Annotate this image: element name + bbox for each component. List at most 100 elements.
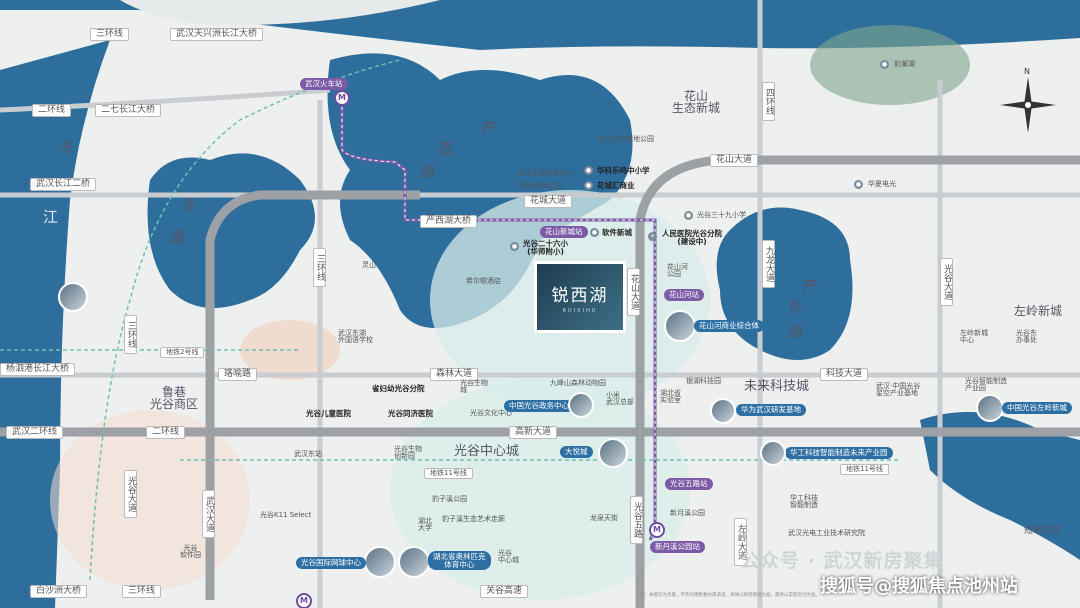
- poi-jiangxia[interactable]: 光谷生物 城: [460, 379, 488, 394]
- poi-guanggu-ertong[interactable]: 光谷儿童医院: [306, 409, 351, 418]
- poi-huake[interactable]: 华科乐鸣中小学: [597, 166, 650, 175]
- metro-station-icon-2[interactable]: M: [649, 522, 665, 538]
- poi-pin-icon: ●: [880, 60, 889, 69]
- poi-xiaomi[interactable]: 小米 武汉总部: [606, 391, 634, 406]
- poi-software[interactable]: 软件新城: [602, 228, 632, 237]
- road-senlin: 森林大道: [430, 368, 479, 381]
- poi-guanggu26[interactable]: 光谷二十六小 (华师附小): [523, 239, 568, 256]
- poi-guangdong[interactable]: 光谷文化中心: [470, 409, 512, 417]
- stadium-photo: [364, 546, 396, 578]
- poi-hubei-sports[interactable]: 湖北省奥林匹克 体育中心: [428, 551, 491, 570]
- water-changjiang-2: 江: [43, 208, 60, 226]
- poi-dayue[interactable]: 大悦城: [560, 446, 593, 458]
- metro-station-huashanhe[interactable]: 花山河站: [664, 289, 704, 301]
- poi-dongfang[interactable]: 华夏电光: [868, 180, 896, 188]
- poi-baozi-park[interactable]: 豹子溪公园: [432, 495, 467, 503]
- poi-wuhan-guangdian[interactable]: 武汉光电工业技术研究院: [788, 529, 865, 537]
- poi-wuhan-guanggu-keji[interactable]: 武汉·中国光谷 星空产业基地: [876, 382, 921, 397]
- zhengwu-photo: [568, 392, 594, 418]
- poi-caidian[interactable]: 光谷东 办事处: [1016, 329, 1037, 344]
- metro-station-wuhan[interactable]: 武汉火车站: [300, 78, 348, 90]
- watermark-gzh: 公众号 · 武汉新房聚集: [740, 550, 944, 572]
- poi-hospital[interactable]: 人民医院光谷分院 (建设中): [662, 229, 722, 246]
- road-ditie11: 地铁11号线: [424, 468, 473, 479]
- poi-guanggu-stadium[interactable]: 光谷国际网球中心: [296, 557, 366, 569]
- road-yanxihu-bridge: 严西湖大桥: [420, 215, 478, 228]
- project-subtitle: RUIXIHU: [562, 307, 598, 314]
- poi-huashan-jiayuan[interactable]: 花山河畔公园: [520, 182, 562, 190]
- road-kejidadao: 科技大道: [820, 368, 869, 381]
- road-sanhuan-v: 三环线: [313, 248, 326, 287]
- river-right: [920, 412, 1080, 560]
- poi-bei-wanda[interactable]: 湖北 大学: [418, 517, 432, 532]
- factory-icon: ●: [854, 180, 863, 189]
- poi-haode[interactable]: 左岭新城 中心: [960, 329, 988, 344]
- poi-shengfuyou[interactable]: 省妇幼光谷分院: [372, 384, 425, 393]
- poi-huashan-park[interactable]: 花山生态绿地公园: [598, 135, 654, 143]
- water-yandonghu-3: 湖: [788, 323, 805, 341]
- road-changjiang2: 武汉长江二桥: [30, 178, 97, 191]
- road-huashan-ave: 花山大道: [710, 154, 759, 167]
- school-icon: ●: [584, 166, 593, 175]
- area-weilai: 未来科技城: [744, 379, 810, 394]
- poi-baozi-art[interactable]: 豹子溪生态艺术走廊: [442, 515, 505, 523]
- poi-huawei[interactable]: 华为武汉研发基地: [736, 404, 806, 416]
- metro-station-huashan-xincheng[interactable]: 花山新城站: [540, 226, 588, 238]
- zone-south: [50, 410, 250, 590]
- poi-huashanhe-mall[interactable]: 花山河商业综合体: [694, 320, 764, 332]
- changjiang: [0, 40, 110, 608]
- metro-station-icon[interactable]: M: [334, 90, 350, 106]
- compass-north: N: [1024, 67, 1030, 76]
- poi-hubei-lab[interactable]: 湖北省 实验室: [660, 389, 681, 404]
- poi-guanggu-zuoling[interactable]: 中国光谷左岭新城: [1002, 402, 1072, 414]
- poi-tongji[interactable]: 光谷同济医院: [388, 409, 433, 418]
- poi-xinyue[interactable]: 新月溪公园: [670, 509, 705, 517]
- poi-guanggu-keji[interactable]: 华工科技智能制造未来产业园: [785, 447, 893, 459]
- poi-lingshan[interactable]: 灵山: [362, 261, 376, 269]
- poi-guanggu-xing[interactable]: 光谷生物 创新园: [394, 445, 422, 460]
- poi-huacheng-mall[interactable]: 花城汇商业: [597, 181, 635, 190]
- road-jiuyang: 九龙大道: [762, 240, 775, 288]
- poi-xianglong[interactable]: 华工科技 智能制造: [790, 494, 818, 509]
- area-duanzuili: 短咀里湾: [1024, 526, 1061, 536]
- road-wuhan-dadao: 武汉大道: [202, 490, 215, 538]
- metro-station-icon-3[interactable]: M: [296, 593, 312, 608]
- road-sanhuan-top: 三环线: [90, 28, 130, 41]
- poi-guanggu39[interactable]: 光谷三十九小学: [697, 211, 746, 219]
- project-name: 锐西湖: [551, 285, 609, 306]
- road-zuoling-v: 左岭大道: [734, 518, 747, 566]
- poi-jiufeng[interactable]: 九峰山森林动物园: [550, 379, 606, 387]
- area-guanggu-center: 光谷中心城: [454, 444, 520, 459]
- poi-guangtang[interactable]: 光谷 中心城: [498, 549, 519, 564]
- huashanhe-mall-photo: [664, 310, 696, 342]
- poi-zhineng[interactable]: 光谷智能制造 产业园: [965, 377, 1007, 392]
- poi-xiaoyu-park[interactable]: 希尔顿酒店: [466, 277, 501, 285]
- poi-longquan[interactable]: 龙泉天街: [590, 514, 618, 522]
- road-wuhan-erhuan: 武汉二环线: [6, 426, 64, 439]
- poi-yinhu[interactable]: 银湖科技园: [686, 377, 721, 385]
- water-donghu-2: 湖: [170, 228, 187, 246]
- road-erhuan-left: 二环线: [32, 104, 72, 117]
- poi-guanggu-kezhan[interactable]: 光谷K11 Select: [260, 511, 312, 519]
- poi-wuhan-east[interactable]: 武汉东站: [294, 450, 322, 458]
- area-huashan: 花山 生态新城: [672, 89, 721, 115]
- poi-guanggu-zhengwu[interactable]: 中国光谷政务中心: [504, 400, 574, 412]
- footer-note: 注：本图仅为示意，不作为销售要约或承诺，具体以政府规划为准，最终以实际交付为准。: [640, 593, 820, 598]
- poi-wuhan-donghu[interactable]: 武汉东湖 外国语学校: [338, 329, 373, 344]
- poi-huashan-school[interactable]: 花山生态艺术中心: [518, 169, 574, 177]
- metro-station-xindan[interactable]: 新丹溪公园站: [650, 541, 705, 553]
- road-ditie2: 地铁2号线: [160, 347, 205, 358]
- project-marker[interactable]: 锐西湖 RUIXIHU: [534, 261, 626, 333]
- poi-haiyou[interactable]: 光谷 软件园: [180, 544, 201, 559]
- road-sihuan: 四环线: [762, 82, 775, 121]
- metro-station-guanggu-wulu[interactable]: 光谷五路站: [665, 478, 713, 490]
- huawei-photo: [710, 398, 736, 424]
- road-luoyu: 珞喻路: [218, 368, 258, 381]
- yanxihu: [327, 53, 633, 328]
- software-icon: ●: [590, 228, 599, 237]
- poi-haohu[interactable]: 豹澥湖: [894, 60, 915, 68]
- poi-huashan-park2[interactable]: 花山河 公园: [667, 263, 688, 278]
- road-erhuan: 二环线: [146, 426, 186, 439]
